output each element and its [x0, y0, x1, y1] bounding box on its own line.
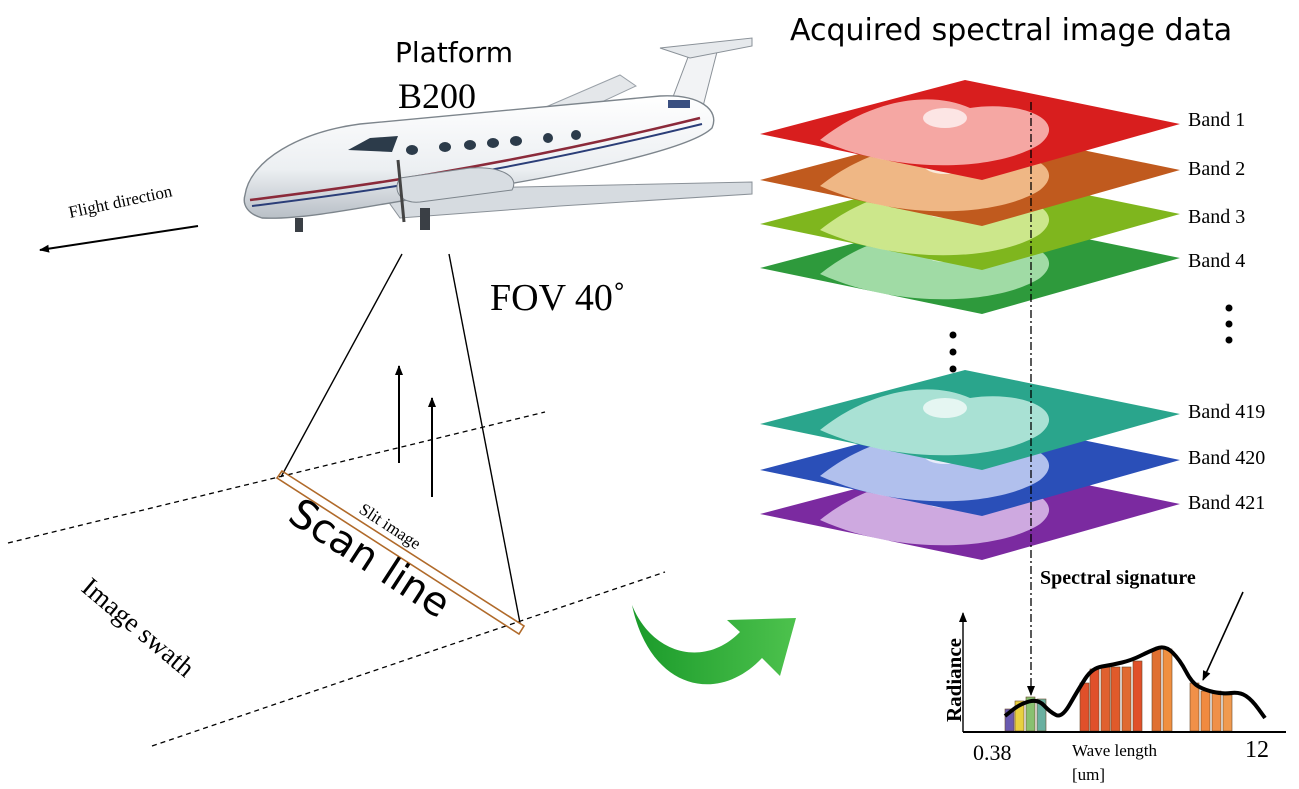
cube-title: Acquired spectral image data — [790, 13, 1232, 48]
band-layer — [760, 370, 1180, 470]
signature-bar — [1151, 648, 1162, 732]
signature-bar — [1100, 666, 1111, 732]
band-label: Band 419 — [1188, 401, 1265, 423]
signature-xmax: 12 — [1245, 737, 1269, 763]
band-ellipsis-dots-center — [949, 331, 957, 373]
signature-bar — [1089, 668, 1100, 732]
image-swath-label: Image swath — [76, 572, 201, 683]
flight-direction-label: Flight direction — [67, 181, 174, 222]
fov-left-line — [280, 253, 403, 478]
fov-label: FOV 40˚ — [490, 277, 626, 319]
airplane — [243, 37, 753, 232]
signature-bar — [1121, 666, 1132, 732]
signature-bar — [1110, 666, 1121, 732]
platform-label: Platform — [395, 36, 513, 69]
signature-bar — [1211, 690, 1222, 732]
signature-ylabel: Radiance — [942, 638, 966, 722]
signature-bar — [1189, 682, 1200, 732]
band-label: Band 3 — [1188, 206, 1245, 228]
flight-direction-arrow — [39, 225, 199, 253]
swath-upper-line — [7, 411, 546, 544]
band-ellipsis-dots-right — [1225, 304, 1233, 344]
signature-bars — [1004, 648, 1233, 732]
signature-pointer-arrow — [1202, 591, 1244, 681]
band-label: Band 2 — [1188, 158, 1245, 180]
signature-bar — [1222, 694, 1233, 732]
signature-bar — [1200, 690, 1211, 732]
signature-bar — [1162, 648, 1173, 732]
green-curved-arrow — [632, 605, 796, 685]
signature-title: Spectral signature — [1040, 567, 1196, 589]
swath-lower-line — [151, 571, 666, 747]
signature-xmin: 0.38 — [973, 740, 1012, 765]
signature-curve — [1003, 645, 1267, 720]
band-layer-terrain — [820, 389, 1050, 456]
band-layer-peak — [923, 108, 967, 128]
band-layer-terrain — [820, 99, 1050, 166]
platform-model: B200 — [398, 76, 476, 116]
signature-bar — [1079, 682, 1090, 732]
band-label: Band 421 — [1188, 492, 1265, 514]
band-layer — [760, 80, 1180, 180]
band-label: Band 420 — [1188, 447, 1265, 469]
band-label: Band 1 — [1188, 109, 1245, 131]
band-layer-peak — [923, 398, 967, 418]
signature-unit: [um] — [1072, 765, 1105, 784]
fov-right-line — [448, 253, 521, 624]
signature-xlabel: Wave length — [1072, 741, 1158, 760]
band-layers — [760, 80, 1180, 560]
signature-bar — [1132, 660, 1143, 732]
slit-image-rect — [275, 469, 526, 636]
band-label: Band 4 — [1188, 250, 1245, 272]
